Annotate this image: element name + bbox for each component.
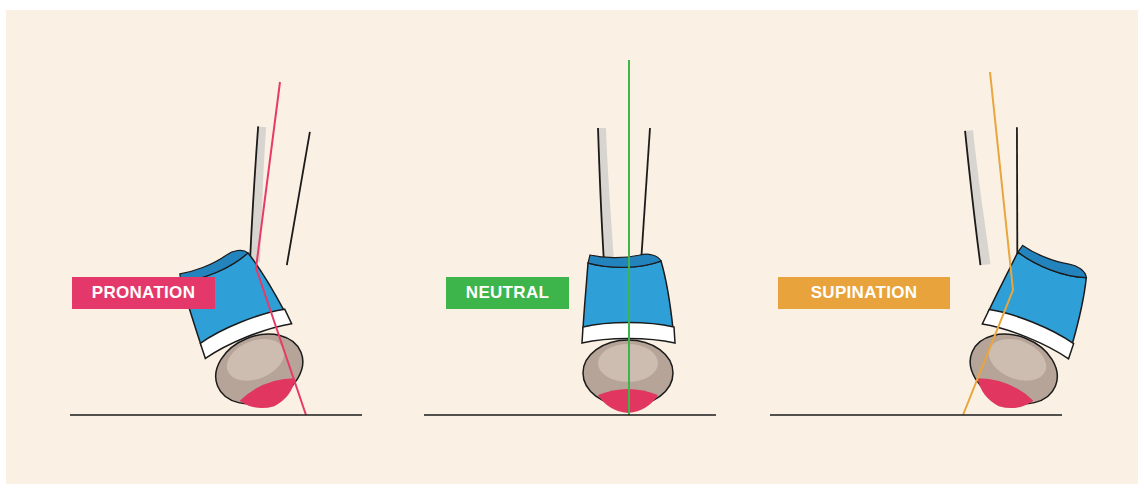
ground-line — [424, 414, 716, 416]
axis-line — [628, 60, 630, 415]
ground-line — [770, 414, 1062, 416]
leg — [244, 126, 310, 266]
shoe — [172, 241, 318, 423]
label-box: SUPINATION — [778, 277, 950, 309]
label-text: SUPINATION — [811, 283, 918, 303]
leg — [598, 128, 650, 263]
pronation-foot — [172, 82, 318, 423]
supination-foot — [956, 72, 1102, 424]
shoe — [956, 242, 1102, 424]
label-text: NEUTRAL — [466, 283, 549, 303]
leg — [965, 127, 1026, 265]
label-box: PRONATION — [72, 277, 215, 309]
label-box: NEUTRAL — [446, 277, 569, 309]
background-panel — [6, 10, 1138, 484]
label-text: PRONATION — [92, 283, 195, 303]
axis-line — [256, 82, 306, 415]
ground-line — [70, 414, 362, 416]
neutral-foot — [582, 60, 675, 415]
axis-line — [963, 72, 1013, 415]
